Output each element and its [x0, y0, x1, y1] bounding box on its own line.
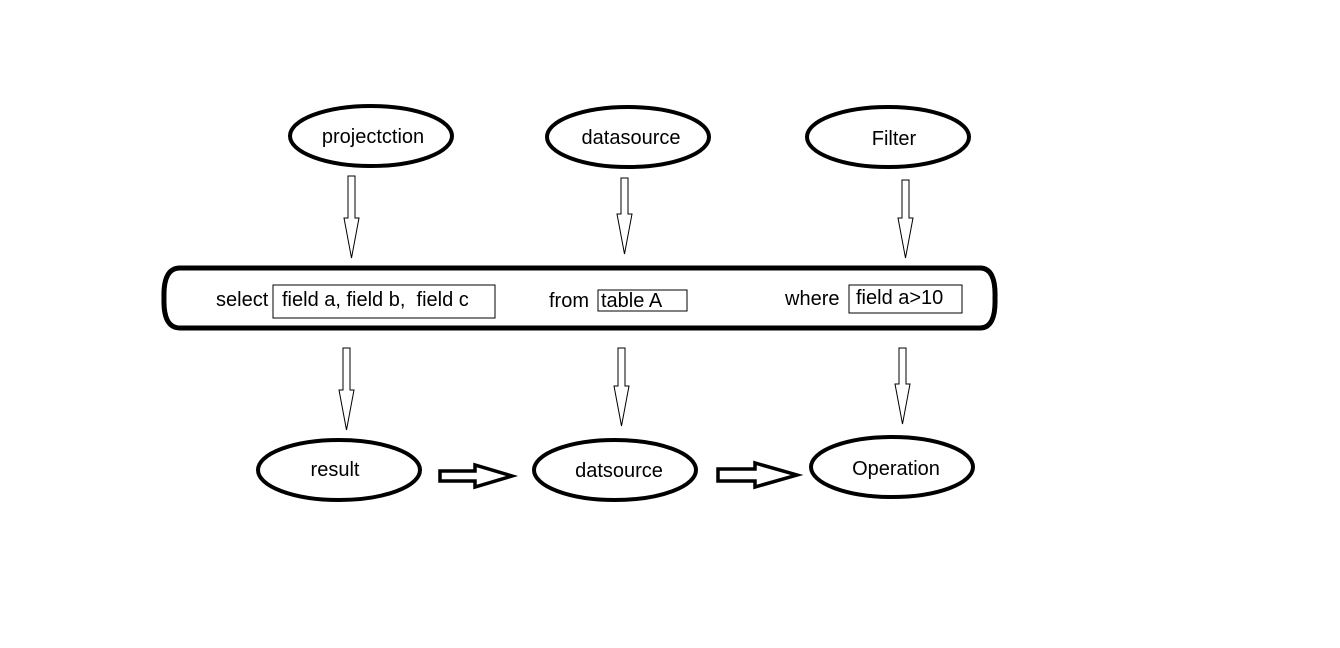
arrow-down-result — [338, 347, 355, 431]
select-fields: field a, field b, field c — [282, 289, 469, 311]
node-result-label: result — [311, 459, 360, 481]
arrow-down-operation — [894, 347, 911, 425]
node-projection-label: projectction — [322, 126, 424, 148]
where-condition: field a>10 — [856, 287, 943, 309]
arrow-right-datsource-to-operation — [716, 460, 804, 490]
node-operation: Operation — [809, 435, 975, 499]
node-result: result — [256, 438, 422, 502]
where-keyword: where — [784, 288, 839, 310]
node-datsource-bottom-label: datsource — [575, 460, 663, 482]
arrow-down-filter — [897, 179, 914, 259]
arrow-right-result-to-datsource — [438, 462, 519, 490]
node-operation-label: Operation — [852, 458, 940, 480]
from-table: table A — [601, 290, 663, 312]
arrow-down-datsource — [613, 347, 630, 427]
node-projection: projectction — [288, 104, 454, 168]
node-filter: Filter — [805, 105, 971, 169]
sql-query-banner: select field a, field b, field c from ta… — [161, 265, 998, 331]
select-keyword: select — [216, 289, 269, 311]
where-condition-box — [848, 284, 963, 314]
node-datasource-top-label: datasource — [582, 127, 681, 149]
from-table-box — [597, 289, 688, 312]
arrow-down-projection — [343, 175, 360, 259]
arrow-down-datasource — [616, 177, 633, 255]
node-filter-label: Filter — [872, 128, 917, 150]
select-fields-box — [272, 284, 496, 319]
from-keyword: from — [549, 290, 589, 312]
node-datasource-top: datasource — [545, 105, 711, 169]
node-datsource-bottom: datsource — [532, 438, 698, 502]
